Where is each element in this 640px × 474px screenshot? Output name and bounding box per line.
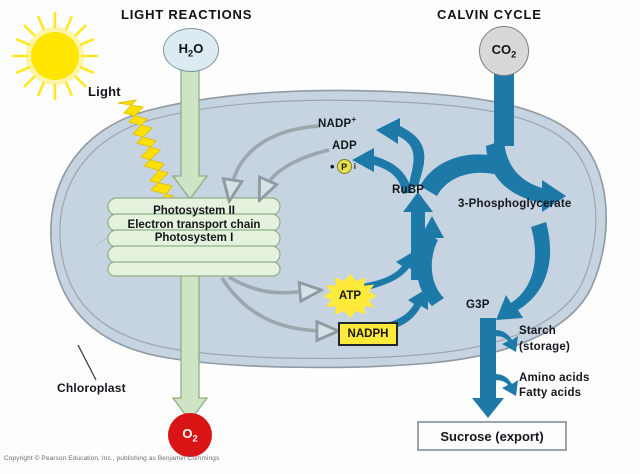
g3p-products-arrow — [472, 318, 518, 418]
thylakoid-line-1: Photosystem II — [153, 205, 235, 217]
light-label: Light — [88, 84, 121, 99]
thylakoid-labels: Photosystem II Electron transport chain … — [108, 205, 280, 246]
thylakoid-stack — [107, 197, 281, 277]
plus-sign: • — [330, 158, 335, 174]
amino-acids-line: Amino acids — [519, 372, 590, 384]
carbon-dioxide-molecule: CO2 — [479, 26, 529, 76]
chloroplast-label: Chloroplast — [57, 381, 126, 395]
water-to-oxygen-arrow — [171, 61, 209, 423]
thylakoid-line-2: Electron transport chain — [127, 218, 261, 231]
phosphate-circle-icon: P — [336, 159, 352, 174]
co2-entry-arrow — [486, 60, 566, 212]
water-label: H2O — [178, 41, 204, 59]
nadph-molecule: NADPH — [338, 322, 398, 346]
starch-product: Starch (storage) — [519, 323, 570, 355]
g3p-label: G3P — [466, 299, 490, 311]
sucrose-label: Sucrose (export) — [440, 428, 544, 444]
cycle-regeneration-arrows — [352, 118, 425, 194]
carbon-dioxide-label: CO2 — [491, 42, 517, 60]
thylakoid-line-3: Photosystem I — [154, 232, 234, 244]
rubp-to-pga-arrow — [420, 154, 494, 196]
sun-icon — [12, 12, 98, 100]
sucrose-export-box: Sucrose (export) — [417, 421, 567, 451]
carrier-return-arrows — [231, 124, 330, 190]
light-reactions-title: LIGHT REACTIONS — [121, 7, 253, 22]
nadph-label: NADPH — [347, 328, 389, 340]
nadp-plus-label: NADP+ — [318, 115, 357, 130]
oxygen-label: O2 — [182, 426, 198, 444]
atp-nadph-input-arrows — [361, 250, 428, 331]
oxygen-molecule: O2 — [168, 413, 212, 457]
organics-product: Amino acids Fatty acids — [519, 371, 590, 401]
calvin-cycle-right-arc — [496, 222, 551, 320]
rubp-label: RuBP — [392, 184, 425, 196]
atp-label: ATP — [338, 290, 362, 302]
fatty-acids-line: Fatty acids — [519, 387, 582, 399]
thylakoid-output-arrows — [220, 275, 327, 331]
water-molecule: H2O — [163, 28, 219, 72]
phosphoglycerate-label: 3-Phosphoglycerate — [458, 198, 572, 210]
starch-line-2: (storage) — [519, 341, 571, 353]
rubp-up-arrow — [403, 192, 433, 280]
copyright-notice: Copyright © Pearson Education, Inc., pub… — [4, 455, 220, 462]
adp-label: ADP — [332, 140, 357, 152]
starch-line-1: Starch — [519, 325, 556, 337]
calvin-cycle-title: CALVIN CYCLE — [437, 7, 542, 22]
